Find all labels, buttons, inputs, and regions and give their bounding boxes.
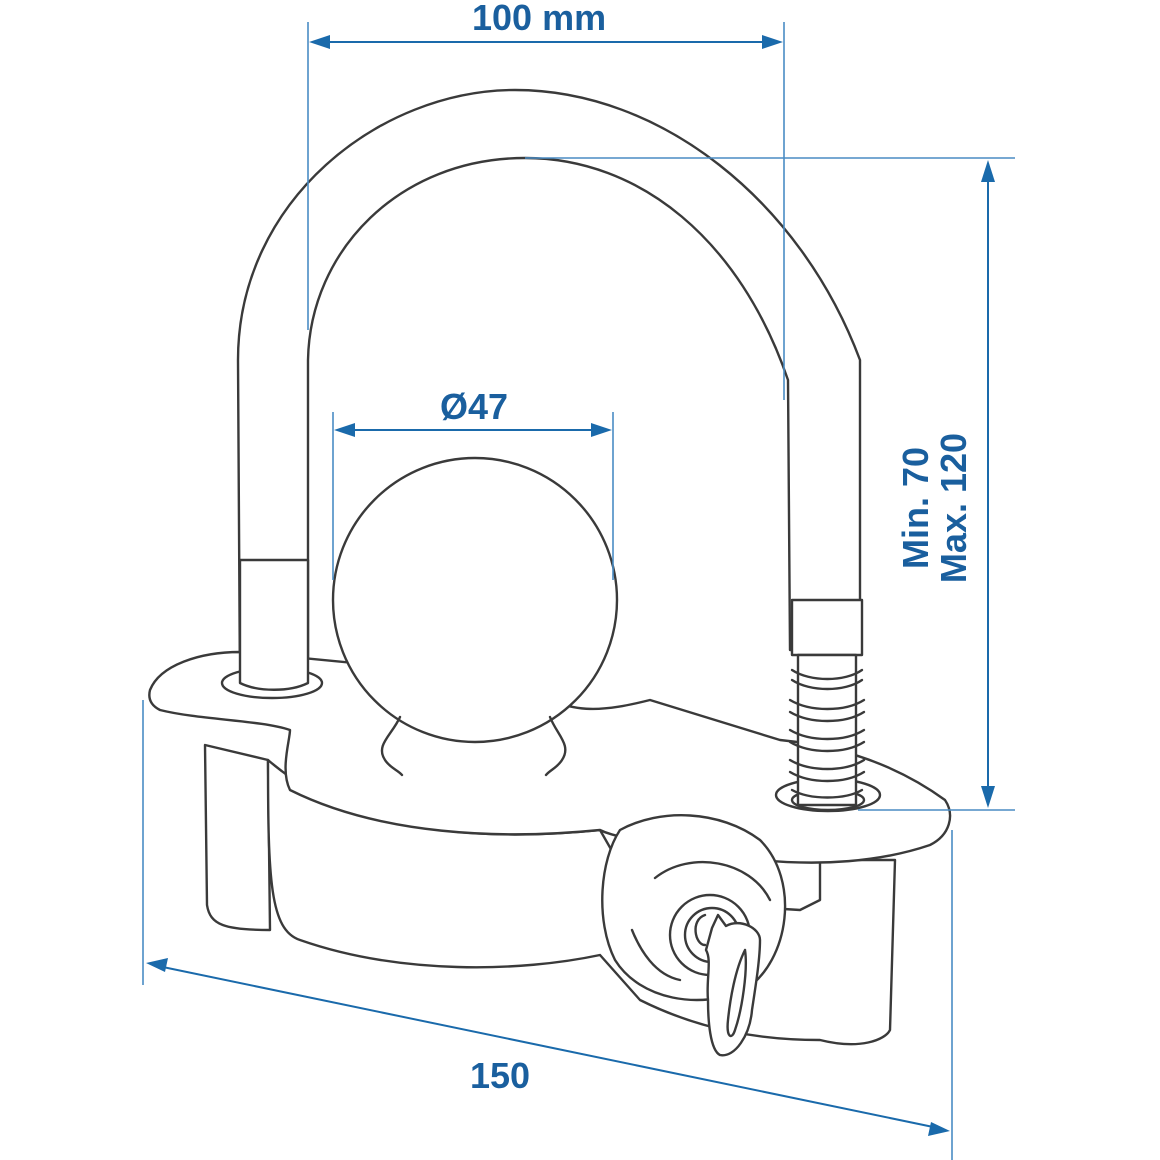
dimension-150	[142, 700, 953, 1160]
dimension-label-ball-diameter: Ø47	[440, 386, 509, 427]
key	[704, 913, 762, 1057]
hitch-ball	[331, 456, 619, 777]
dimension-label-min: Min. 70	[895, 446, 936, 570]
dimension-ball-diameter	[332, 412, 614, 580]
dimension-label-body-length: 150	[470, 1055, 531, 1096]
dimension-label-clearance-height: Min. 70 Max. 120	[895, 408, 974, 608]
dimension-label-max: Max. 120	[933, 432, 974, 584]
shackle-thread	[788, 598, 866, 807]
dimension-clearance-height	[525, 157, 1015, 811]
dimension-label-shackle-width: 100 mm	[472, 0, 607, 38]
dimension-100mm	[307, 22, 785, 400]
